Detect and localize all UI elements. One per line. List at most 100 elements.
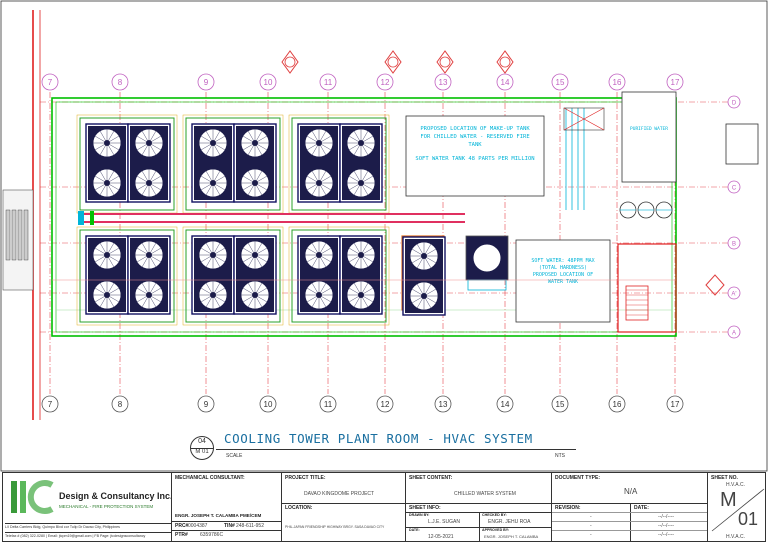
grid-label: 17 <box>671 400 680 409</box>
company-address: L/I Delta Carriers Bldg, Quimpo Blvd cor… <box>5 523 171 529</box>
grid-label: 15 <box>556 400 565 409</box>
checked-label: CHECKED BY: <box>482 513 507 517</box>
building-wall-inner <box>55 101 673 333</box>
fan-hub <box>358 140 364 146</box>
revision-row-1: - <box>590 514 592 520</box>
sheet-content-value: CHILLED WATER SYSTEM <box>454 491 516 497</box>
grid-label: 12 <box>381 400 390 409</box>
section-marker <box>496 50 514 74</box>
grid-label: 15 <box>556 78 565 87</box>
fan-hub <box>252 292 258 298</box>
cooling-tower <box>339 235 383 315</box>
tower-cell-frame <box>79 117 175 211</box>
detail-number: 04 <box>198 438 206 445</box>
project-cell: PROJECT TITLE: DAVAO KINGDOME PROJECT LO… <box>281 473 406 541</box>
tower-cell-outline <box>76 226 178 326</box>
date-value: 12-05-2021 <box>428 534 454 540</box>
fan-hub <box>421 253 427 259</box>
grid-bubble <box>727 325 741 339</box>
fan-hub <box>104 252 110 258</box>
cooling-tower <box>233 235 277 315</box>
scale-value: NTS <box>555 453 565 459</box>
grid-bubble <box>551 395 569 413</box>
revision-row-2: - <box>590 523 592 529</box>
engineer-name: ENGR. JOSEPH T. CALAMBA PME/CEM <box>175 513 262 518</box>
grid-bubble <box>608 395 626 413</box>
fan-hub <box>210 292 216 298</box>
note-soft-water-max: PROPOSED LOCATION OF <box>533 272 593 278</box>
grid-label: A <box>732 331 736 337</box>
fan-hub <box>252 252 258 258</box>
fan-hub <box>358 292 364 298</box>
purified-water-room <box>621 91 677 183</box>
fan-hub <box>104 140 110 146</box>
grid-bubble <box>434 395 452 413</box>
grid-bubble <box>111 395 129 413</box>
note-makeup-tank: TANK <box>468 142 482 148</box>
document-type-label: DOCUMENT TYPE: <box>555 475 600 481</box>
fan-hub <box>104 292 110 298</box>
scale-label: SCALE <box>226 453 243 459</box>
section-marker <box>281 50 299 74</box>
grid-bubble <box>41 73 59 91</box>
company-logo <box>7 477 57 517</box>
sheet-letter: M <box>720 489 737 511</box>
building-wall <box>51 97 677 337</box>
tower-cell-outline <box>288 226 390 326</box>
cooling-tower <box>127 123 171 203</box>
outside-box <box>725 123 759 165</box>
date-row-3: --/--/---- <box>658 532 675 538</box>
drawn-by: L.J.E. SUGAN <box>428 519 460 525</box>
note-soft-water-max: WATER TANK <box>548 279 578 285</box>
sheet-border <box>0 0 768 472</box>
location-label: LOCATION: <box>285 505 313 511</box>
cooling-tower <box>233 123 277 203</box>
left-equipment-part <box>17 209 23 261</box>
left-equipment-part <box>5 209 11 261</box>
grid-label: 11 <box>324 400 333 409</box>
document-type-value: N/A <box>624 487 638 496</box>
sheet-no-label: SHEET NO. <box>711 475 738 481</box>
fan-hub <box>316 292 322 298</box>
note-soft-water-max: (TOTAL HARDNESS) <box>539 265 587 271</box>
grid-label: 16 <box>613 78 622 87</box>
tower-cell-frame <box>79 229 175 323</box>
grid-label: 8 <box>118 78 123 87</box>
grid-bubble <box>197 395 215 413</box>
fan-hub <box>104 180 110 186</box>
grid-label: A' <box>731 292 736 298</box>
grid-label: 14 <box>501 78 510 87</box>
fan-hub <box>252 180 258 186</box>
tower-cell-frame <box>185 229 281 323</box>
sheet-content-label: SHEET CONTENT: <box>409 475 453 481</box>
detail-sheet: M 01 <box>195 449 209 455</box>
sheet-series-bottom: H.V.A.C. <box>726 534 745 540</box>
tower-cell-frame <box>185 117 281 211</box>
grid-bubble <box>727 180 741 194</box>
pump-room-stair <box>625 285 649 321</box>
section-marker <box>436 50 454 74</box>
fan-hub <box>210 140 216 146</box>
valve <box>78 211 84 225</box>
fan-hub <box>252 140 258 146</box>
tower-cell-frame <box>291 117 387 211</box>
grid-bubble <box>496 395 514 413</box>
fan-hub <box>146 140 152 146</box>
fan-hub <box>358 252 364 258</box>
location-value: PHIL-JAPAN FRIENDSHIP HIGHWAY BRGY. SASA… <box>285 525 385 529</box>
cooling-tower <box>127 235 171 315</box>
title-underline <box>216 449 576 450</box>
grid-bubble <box>111 73 129 91</box>
fan-hub <box>146 292 152 298</box>
fan-hub <box>210 180 216 186</box>
tower-cell-frame <box>291 229 387 323</box>
date-row-1: --/--/---- <box>658 514 675 520</box>
revision-date-label: DATE: <box>634 505 649 511</box>
grid-label: 14 <box>501 400 510 409</box>
grid-label: 10 <box>264 78 273 87</box>
grid-label: 12 <box>381 78 390 87</box>
grid-label: 17 <box>671 78 680 87</box>
grid-bubble <box>496 73 514 91</box>
grid-bubble <box>608 73 626 91</box>
company-subtitle: MECHANICAL - FIRE PROTECTION SYSTEM <box>59 504 154 509</box>
